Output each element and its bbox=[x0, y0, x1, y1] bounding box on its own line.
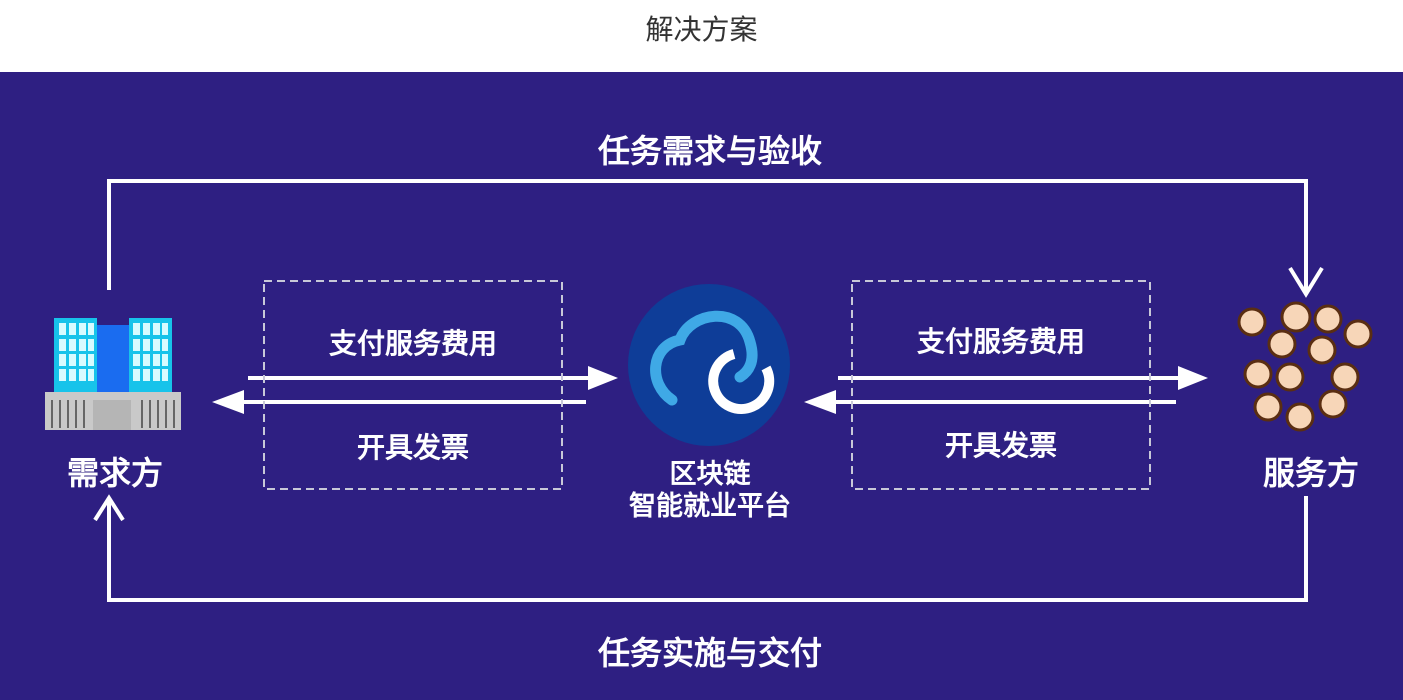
crowd-icon bbox=[1237, 301, 1373, 432]
arrowhead-right bbox=[588, 366, 618, 390]
left-dashed-box bbox=[263, 280, 563, 490]
arrowhead-left bbox=[212, 390, 244, 414]
right-dashed-box bbox=[851, 280, 1151, 490]
platform-cloud-logo-icon bbox=[628, 284, 790, 446]
left-invoice-label: 开具发票 bbox=[356, 431, 469, 464]
service-side-label: 服务方 bbox=[1262, 454, 1359, 492]
platform-name-line2: 智能就业平台 bbox=[629, 491, 791, 522]
arrowhead-right bbox=[1178, 366, 1208, 390]
flow-lines bbox=[45, 179, 1373, 602]
header: 解决方案 bbox=[0, 0, 1403, 72]
demand-side-label: 需求方 bbox=[66, 454, 163, 492]
top-flow-arrowhead bbox=[1288, 266, 1324, 298]
page-title: 解决方案 bbox=[645, 13, 758, 46]
platform-name-line1: 区块链 bbox=[669, 459, 751, 490]
right-invoice-label: 开具发票 bbox=[944, 429, 1057, 462]
bottom-flow-arrowhead bbox=[93, 494, 125, 522]
building-icon bbox=[45, 318, 181, 430]
bottom-flow-line bbox=[107, 496, 1308, 602]
diagram-panel: 任务需求与验收 任务实施与交付 需求方 服务方 区块链 智能就业平台 支付服务费… bbox=[0, 72, 1403, 700]
right-pay-fee-label: 支付服务费用 bbox=[916, 325, 1085, 358]
bottom-flow-label: 任务实施与交付 bbox=[597, 634, 822, 672]
top-flow-line bbox=[107, 179, 1308, 294]
top-flow-label: 任务需求与验收 bbox=[597, 132, 822, 170]
arrowhead-left bbox=[804, 390, 836, 414]
left-pay-fee-label: 支付服务费用 bbox=[328, 327, 497, 360]
